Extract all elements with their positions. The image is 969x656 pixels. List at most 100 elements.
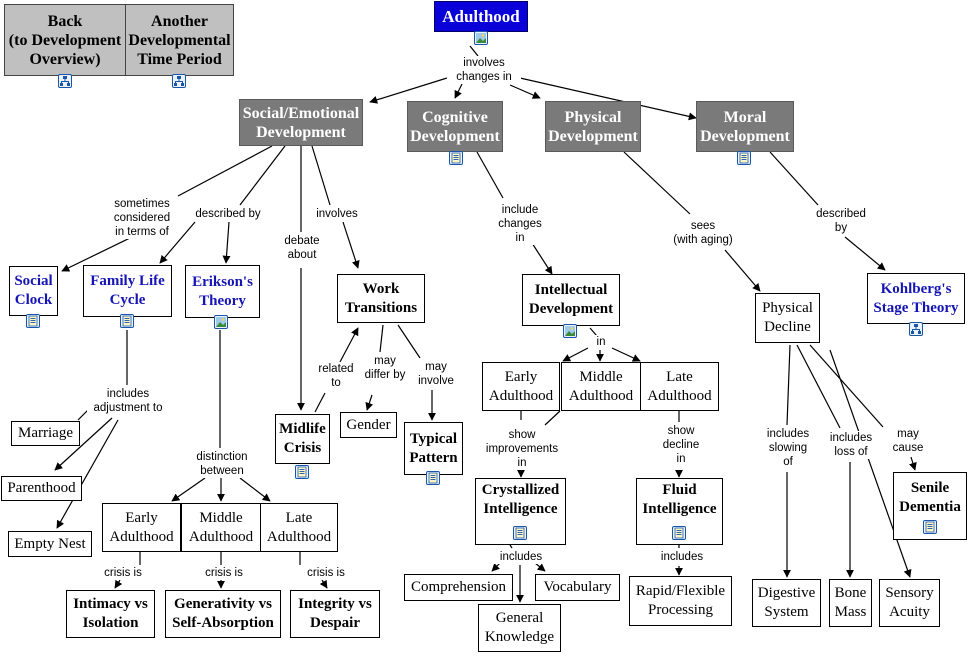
kohlbergs-stage-theory-node[interactable]: Kohlberg's Stage Theory (867, 273, 965, 324)
middle-adulthood-soc-node[interactable]: Middle Adulthood (181, 503, 261, 552)
link-label-includes-crystallized: includes (493, 550, 549, 564)
moral-development-node[interactable]: Moral Development (696, 101, 794, 152)
intellectual-development-node[interactable]: Intellectual Development (522, 274, 620, 326)
link-label-crisis-is-3: crisis is (300, 566, 352, 580)
rapid-flexible-processing-node[interactable]: Rapid/Flexible Processing (629, 576, 732, 626)
integrity-vs-despair-node[interactable]: Integrity vs Despair (290, 590, 380, 638)
document-icon[interactable] (426, 471, 440, 485)
comprehension-label: Comprehension (411, 579, 506, 595)
vocabulary-label: Vocabulary (543, 579, 612, 595)
physical-decline-node[interactable]: Physical Decline (755, 293, 820, 343)
link-label-distinction-between: distinction between (188, 450, 256, 478)
another-period-label: Another Developmental Time Period (128, 12, 231, 68)
document-icon[interactable] (672, 526, 686, 540)
late-adulthood-soc-node[interactable]: Late Adulthood (260, 503, 338, 552)
document-icon[interactable] (295, 465, 309, 479)
eriksons-theory-node[interactable]: Erikson's Theory (185, 265, 260, 318)
concept-map-icon[interactable] (172, 74, 186, 88)
image-icon[interactable] (563, 324, 577, 338)
document-icon[interactable] (449, 151, 463, 165)
physical-decline-label: Physical Decline (762, 300, 813, 335)
late-adulthood-cog-node[interactable]: Late Adulthood (640, 362, 719, 411)
concept-map-icon[interactable] (58, 74, 72, 88)
physical-development-node[interactable]: Physical Development (545, 101, 641, 152)
link-label-described-by-moral: described by (810, 207, 872, 235)
back-to-development-overview-button[interactable]: Back (to Development Overview) (4, 4, 126, 76)
early-adulthood-cog-node[interactable]: Early Adulthood (482, 362, 560, 411)
early-adulthood-cog-label: Early Adulthood (488, 368, 554, 404)
link-label-may-cause: may cause (887, 427, 929, 455)
another-developmental-time-period-button[interactable]: Another Developmental Time Period (125, 4, 234, 76)
physical-label: Physical Development (548, 108, 638, 145)
middle-adulthood-cog-node[interactable]: Middle Adulthood (561, 362, 641, 411)
link-label-involves: involves (312, 207, 362, 221)
sensory-acuity-label: Sensory Acuity (885, 585, 934, 620)
family-life-cycle-label: Family Life Cycle (90, 273, 165, 308)
vocabulary-node[interactable]: Vocabulary (535, 574, 620, 601)
kohlbergs-stage-theory-label: Kohlberg's Stage Theory (873, 280, 959, 316)
middle-adulthood-cog-label: Middle Adulthood (568, 368, 634, 404)
midlife-crisis-node[interactable]: Midlife Crisis (275, 414, 330, 464)
document-icon[interactable] (923, 520, 937, 534)
link-label-in: in (592, 335, 610, 349)
moral-label: Moral Development (700, 108, 790, 145)
document-icon[interactable] (26, 314, 40, 328)
link-label-debate-about: debate about (280, 234, 324, 262)
adulthood-node[interactable]: Adulthood (434, 1, 528, 32)
link-label-sometimes-considered: sometimes considered in terms of (106, 197, 178, 239)
concept-map-icon[interactable] (909, 322, 923, 336)
link-label-may-involve: may involve (414, 360, 458, 388)
generativity-vs-self-absorption-node[interactable]: Generativity vs Self-Absorption (165, 590, 281, 638)
link-label-include-changes-in: include changes in (494, 203, 546, 245)
social-emotional-label: Social/Emotional Development (242, 104, 360, 141)
early-adulthood-soc-node[interactable]: Early Adulthood (102, 503, 181, 552)
back-label: Back (to Development Overview) (8, 12, 122, 68)
late-adulthood-soc-label: Late Adulthood (266, 509, 332, 545)
crystallized-intelligence-node[interactable]: Crystallized Intelligence (475, 478, 566, 545)
document-icon[interactable] (120, 314, 134, 328)
link-label-crisis-is-2: crisis is (198, 566, 250, 580)
bone-mass-label: Bone Mass (834, 585, 867, 620)
family-life-cycle-node[interactable]: Family Life Cycle (83, 265, 172, 317)
social-emotional-development-node[interactable]: Social/Emotional Development (239, 99, 363, 146)
link-label-show-decline-in: show decline in (655, 424, 707, 466)
crystallized-intelligence-label: Crystallized Intelligence (481, 482, 560, 517)
intimacy-vs-isolation-node[interactable]: Intimacy vs Isolation (66, 590, 155, 638)
midlife-crisis-label: Midlife Crisis (279, 421, 326, 456)
digestive-system-node[interactable]: Digestive System (752, 579, 821, 627)
document-icon[interactable] (513, 526, 527, 540)
link-label-sees-with-aging: sees (with aging) (666, 219, 740, 247)
rapid-flexible-processing-label: Rapid/Flexible Processing (635, 583, 726, 618)
general-knowledge-label: General Knowledge (484, 610, 555, 645)
parenthood-label: Parenthood (7, 480, 76, 496)
general-knowledge-node[interactable]: General Knowledge (478, 604, 561, 652)
work-transitions-node[interactable]: Work Transitions (337, 274, 425, 323)
marriage-node[interactable]: Marriage (11, 421, 80, 446)
comprehension-node[interactable]: Comprehension (404, 574, 513, 601)
cognitive-development-node[interactable]: Cognitive Development (407, 101, 503, 152)
link-label-includes-fluid: includes (654, 550, 710, 564)
middle-adulthood-soc-label: Middle Adulthood (188, 509, 254, 545)
empty-nest-node[interactable]: Empty Nest (8, 531, 92, 557)
early-adulthood-soc-label: Early Adulthood (109, 509, 174, 545)
image-icon[interactable] (474, 31, 488, 45)
cognitive-label: Cognitive Development (410, 108, 500, 145)
link-label-includes-adjustment: includes adjustment to (87, 387, 169, 415)
link-label-show-improvements-in: show improvements in (478, 428, 566, 470)
digestive-system-label: Digestive System (757, 585, 816, 620)
sensory-acuity-node[interactable]: Sensory Acuity (879, 579, 940, 627)
link-label-may-differ-by: may differ by (362, 354, 408, 382)
image-icon[interactable] (214, 315, 228, 329)
senile-dementia-label: Senile Dementia (899, 480, 961, 515)
social-clock-node[interactable]: Social Clock (9, 266, 58, 316)
link-label-involves-changes-in: involves changes in (447, 56, 521, 84)
generativity-label: Generativity vs Self-Absorption (172, 596, 274, 631)
document-icon[interactable] (737, 151, 751, 165)
typical-pattern-node[interactable]: Typical Pattern (404, 422, 463, 475)
link-label-includes-loss-of: includes loss of (823, 431, 879, 459)
bone-mass-node[interactable]: Bone Mass (829, 579, 872, 627)
link-label-includes-slowing-of: includes slowing of (759, 427, 817, 469)
gender-node[interactable]: Gender (340, 412, 397, 438)
parenthood-node[interactable]: Parenthood (1, 476, 82, 501)
